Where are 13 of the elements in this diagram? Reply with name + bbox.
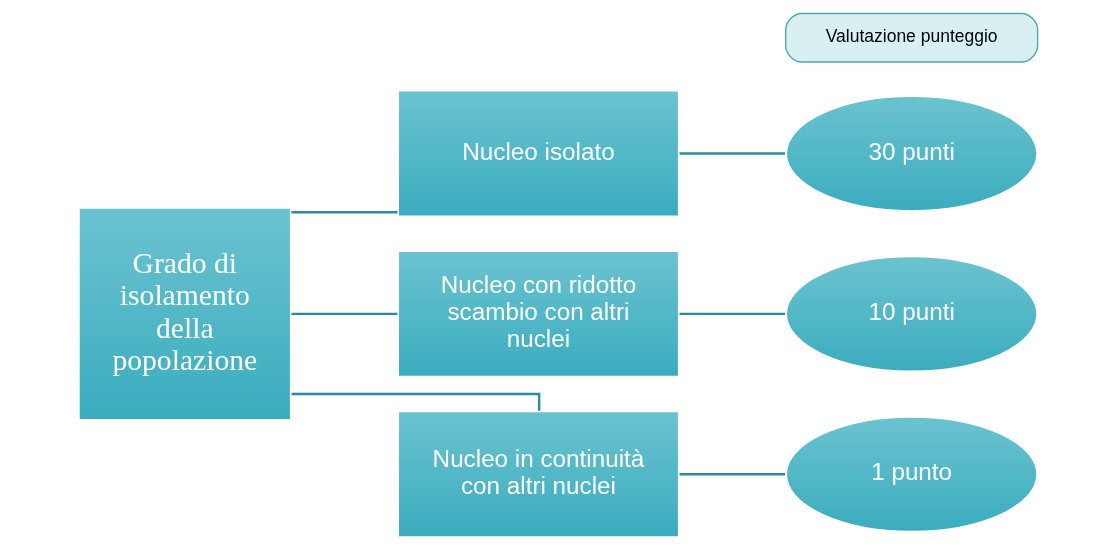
node-box: Nucleo isolato [396, 88, 681, 219]
connector [679, 312, 786, 316]
connector [679, 473, 786, 476]
connector [291, 312, 398, 316]
connector [679, 152, 786, 155]
node-box: Grado di isolamento della popolazione [77, 206, 293, 422]
connector [291, 210, 398, 214]
node-ellipse: 30 punti [784, 94, 1039, 213]
node-ellipse: 1 punto [784, 414, 1039, 534]
node-box: Valutazione punteggio [785, 12, 1039, 63]
node-ellipse: 10 punti [784, 254, 1039, 374]
node-box: Nucleo in continuità con altri nuclei [396, 409, 681, 539]
node-box: Nucleo con ridotto scambio con altri nuclei [396, 249, 681, 379]
